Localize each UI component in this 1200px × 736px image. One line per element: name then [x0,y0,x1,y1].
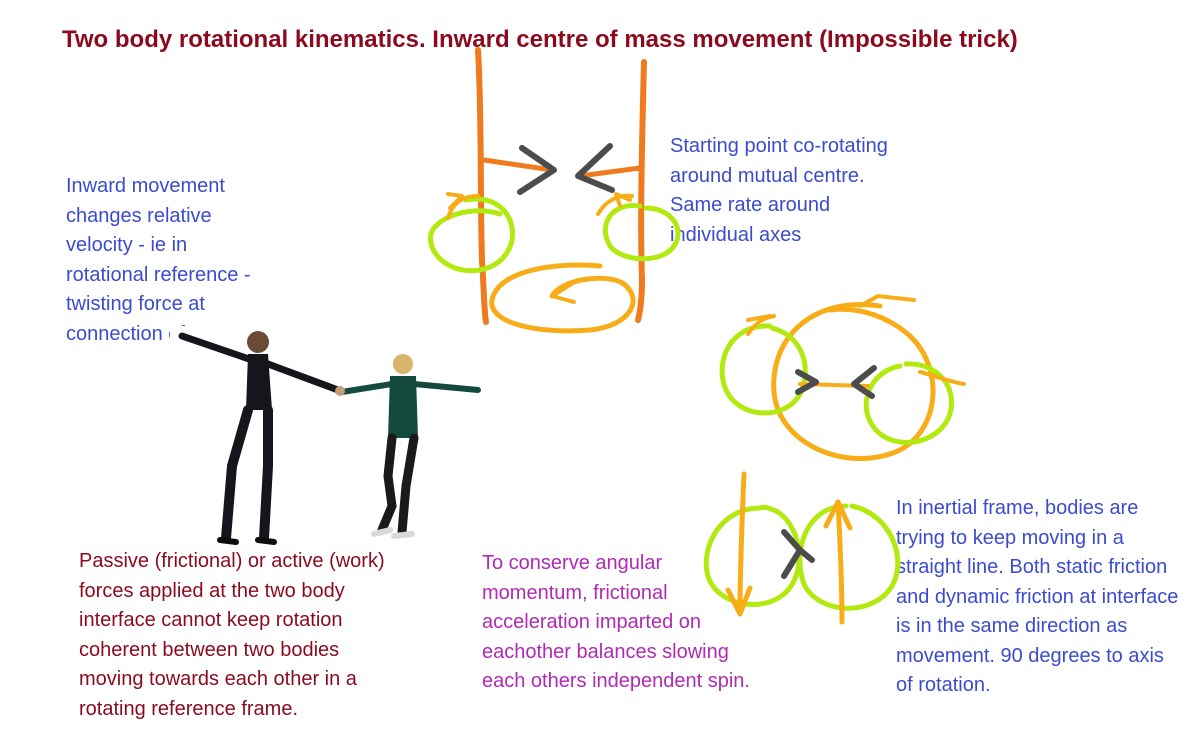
right-inward-line [577,165,643,179]
left-arrow-chevron [575,143,615,193]
down-arrow-line [737,471,747,615]
down-arrowhead [725,585,753,617]
female-skater-figure [339,354,481,539]
middle-diagram [719,294,966,461]
middle-left-yellow-arrow [746,314,776,336]
right-arrow-chevron [517,145,557,195]
left-green-loop [428,196,515,274]
page-title: Two body rotational kinematics. Inward c… [62,26,1018,53]
middle-right-yellow-arrow [918,370,966,386]
bottom-yellow-ellipse [489,262,636,334]
large-yellow-loop [771,302,936,461]
crossing-x-mark [781,529,815,579]
up-arrowhead [823,499,853,531]
right-body-stroke [635,59,647,323]
note-conserve-angular-momentum: To conserve angular momentum, frictional… [482,552,750,692]
left-inward-line [481,157,555,173]
note-passive-active-forces: Passive (frictional) or active (work) fo… [79,550,385,720]
up-arrow-line [835,499,845,625]
top-diagram [428,47,681,334]
middle-right-chevron [795,369,819,395]
skaters-photo [170,326,490,550]
note-inertial-frame: In inertial frame, bodies are trying to … [896,497,1179,696]
right-green-loop [602,203,681,262]
bottom-left-green-circle [703,504,802,607]
left-yellow-arrow [446,192,480,220]
right-yellow-arrow [596,192,634,216]
bottom-diagram [703,471,901,625]
left-body-stroke [475,47,489,325]
bottom-yellow-arrowhead [550,278,580,304]
male-skater-figure [178,331,342,545]
large-loop-arrowhead [858,294,916,308]
middle-left-green-circle [719,323,808,416]
joined-hands [335,386,345,396]
note-starting-point: Starting point co-rotating around mutual… [670,135,888,246]
middle-left-chevron [851,365,877,399]
